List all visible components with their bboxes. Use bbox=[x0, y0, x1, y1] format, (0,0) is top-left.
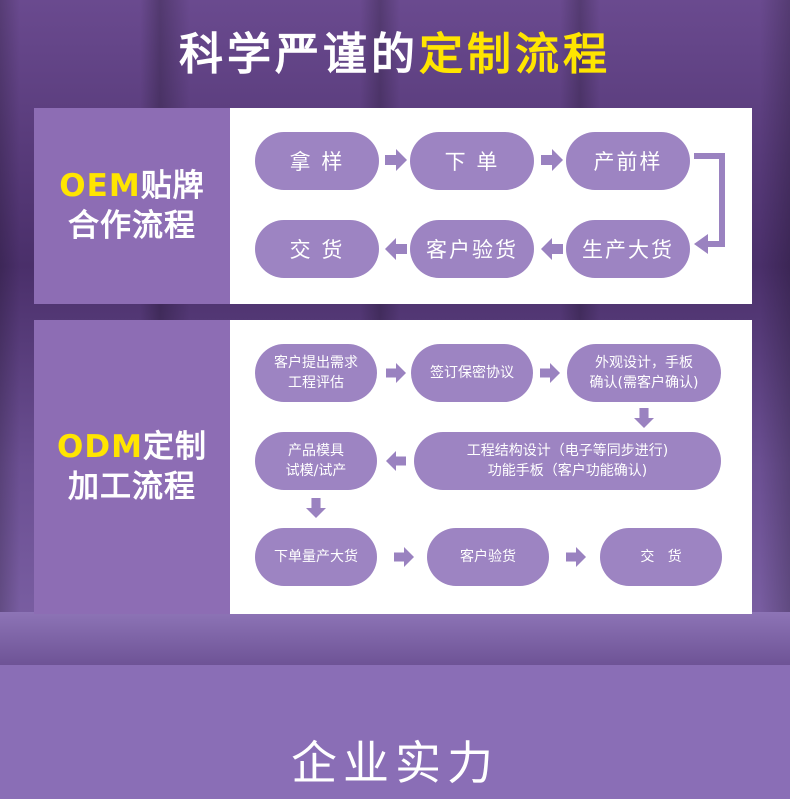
odm-step-4-line2: 功能手板（客户功能确认) bbox=[487, 463, 648, 479]
oem-section: OEM贴牌 合作流程 拿 样 下 单 产前样 交 货 客户验货 生产大货 bbox=[34, 108, 752, 304]
arrow-right-icon bbox=[385, 149, 407, 171]
oem-step-1: 拿 样 bbox=[255, 132, 379, 190]
odm-step-5-line2: 试模/试产 bbox=[285, 463, 347, 479]
odm-step-1: 客户提出需求 工程评估 bbox=[255, 344, 377, 402]
arrow-right-icon bbox=[394, 547, 414, 567]
odm-step-8-line1: 交 货 bbox=[640, 549, 682, 565]
odm-step-1-line2: 工程评估 bbox=[288, 375, 344, 391]
odm-step-2-line1: 签订保密协议 bbox=[430, 365, 514, 381]
oem-step-3: 产前样 bbox=[566, 132, 690, 190]
oem-step-4: 生产大货 bbox=[566, 220, 690, 278]
odm-step-5: 产品模具 试模/试产 bbox=[255, 432, 377, 490]
oem-step-2-label: 下 单 bbox=[444, 150, 500, 174]
oem-step-3-label: 产前样 bbox=[593, 150, 663, 174]
odm-step-7: 客户验货 bbox=[427, 528, 549, 586]
title-part-2: 定制流程 bbox=[419, 29, 611, 80]
title-part-1: 科学严谨的 bbox=[179, 29, 419, 80]
page-title: 科学严谨的定制流程 bbox=[0, 18, 790, 82]
oem-step-6: 交 货 bbox=[255, 220, 379, 278]
oem-step-1-label: 拿 样 bbox=[289, 150, 345, 174]
odm-flow: 客户提出需求 工程评估 签订保密协议 外观设计，手板 确认(需客户确认) 产品模… bbox=[230, 320, 752, 614]
background-floor bbox=[0, 612, 790, 665]
oem-label-line2: 合作流程 bbox=[68, 208, 196, 244]
oem-label-line1: OEM贴牌 bbox=[59, 166, 204, 206]
odm-label-line1: ODM定制 bbox=[57, 427, 207, 467]
arrow-down-icon bbox=[306, 498, 326, 518]
oem-step-5-label: 客户验货 bbox=[426, 238, 518, 262]
odm-label-rest: 定制 bbox=[142, 429, 207, 465]
oem-label-panel: OEM贴牌 合作流程 bbox=[34, 108, 230, 304]
odm-label-highlight: ODM bbox=[57, 429, 143, 465]
odm-label-panel: ODM定制 加工流程 bbox=[34, 320, 230, 614]
oem-label-highlight: OEM bbox=[59, 168, 141, 204]
odm-step-5-line1: 产品模具 bbox=[288, 443, 344, 459]
oem-step-5: 客户验货 bbox=[410, 220, 534, 278]
arrow-right-icon bbox=[541, 149, 563, 171]
odm-step-6: 下单量产大货 bbox=[255, 528, 377, 586]
arrow-down-icon bbox=[634, 408, 654, 428]
footer-band bbox=[0, 665, 790, 799]
odm-step-7-line1: 客户验货 bbox=[460, 549, 516, 565]
odm-step-3-line2: 确认(需客户确认) bbox=[589, 375, 699, 391]
odm-step-2: 签订保密协议 bbox=[411, 344, 533, 402]
arrow-left-icon bbox=[541, 238, 563, 260]
odm-step-4: 工程结构设计（电子等同步进行) 功能手板（客户功能确认) bbox=[414, 432, 721, 490]
section-title-company-strength: 企业实力 bbox=[291, 736, 499, 790]
odm-section: ODM定制 加工流程 客户提出需求 工程评估 签订保密协议 外观设计，手板 确认… bbox=[34, 320, 752, 614]
odm-step-4-line1: 工程结构设计（电子等同步进行) bbox=[466, 443, 669, 459]
arrow-left-icon bbox=[385, 238, 407, 260]
oem-step-4-label: 生产大货 bbox=[582, 238, 674, 262]
oem-step-2: 下 单 bbox=[410, 132, 534, 190]
odm-step-3: 外观设计，手板 确认(需客户确认) bbox=[567, 344, 721, 402]
odm-step-3-line1: 外观设计，手板 bbox=[595, 355, 693, 371]
arrow-right-icon bbox=[540, 363, 560, 383]
odm-label-line2: 加工流程 bbox=[68, 469, 196, 505]
odm-step-1-line1: 客户提出需求 bbox=[274, 355, 358, 371]
odm-step-6-line1: 下单量产大货 bbox=[274, 549, 358, 565]
arrow-right-icon bbox=[566, 547, 586, 567]
oem-flow: 拿 样 下 单 产前样 交 货 客户验货 生产大货 bbox=[230, 108, 752, 304]
odm-step-8: 交 货 bbox=[600, 528, 722, 586]
arrow-right-icon bbox=[386, 363, 406, 383]
oem-label-rest: 贴牌 bbox=[140, 168, 205, 204]
corner-arrow-icon bbox=[690, 148, 730, 264]
arrow-left-icon bbox=[386, 451, 406, 471]
oem-step-6-label: 交 货 bbox=[289, 238, 345, 262]
